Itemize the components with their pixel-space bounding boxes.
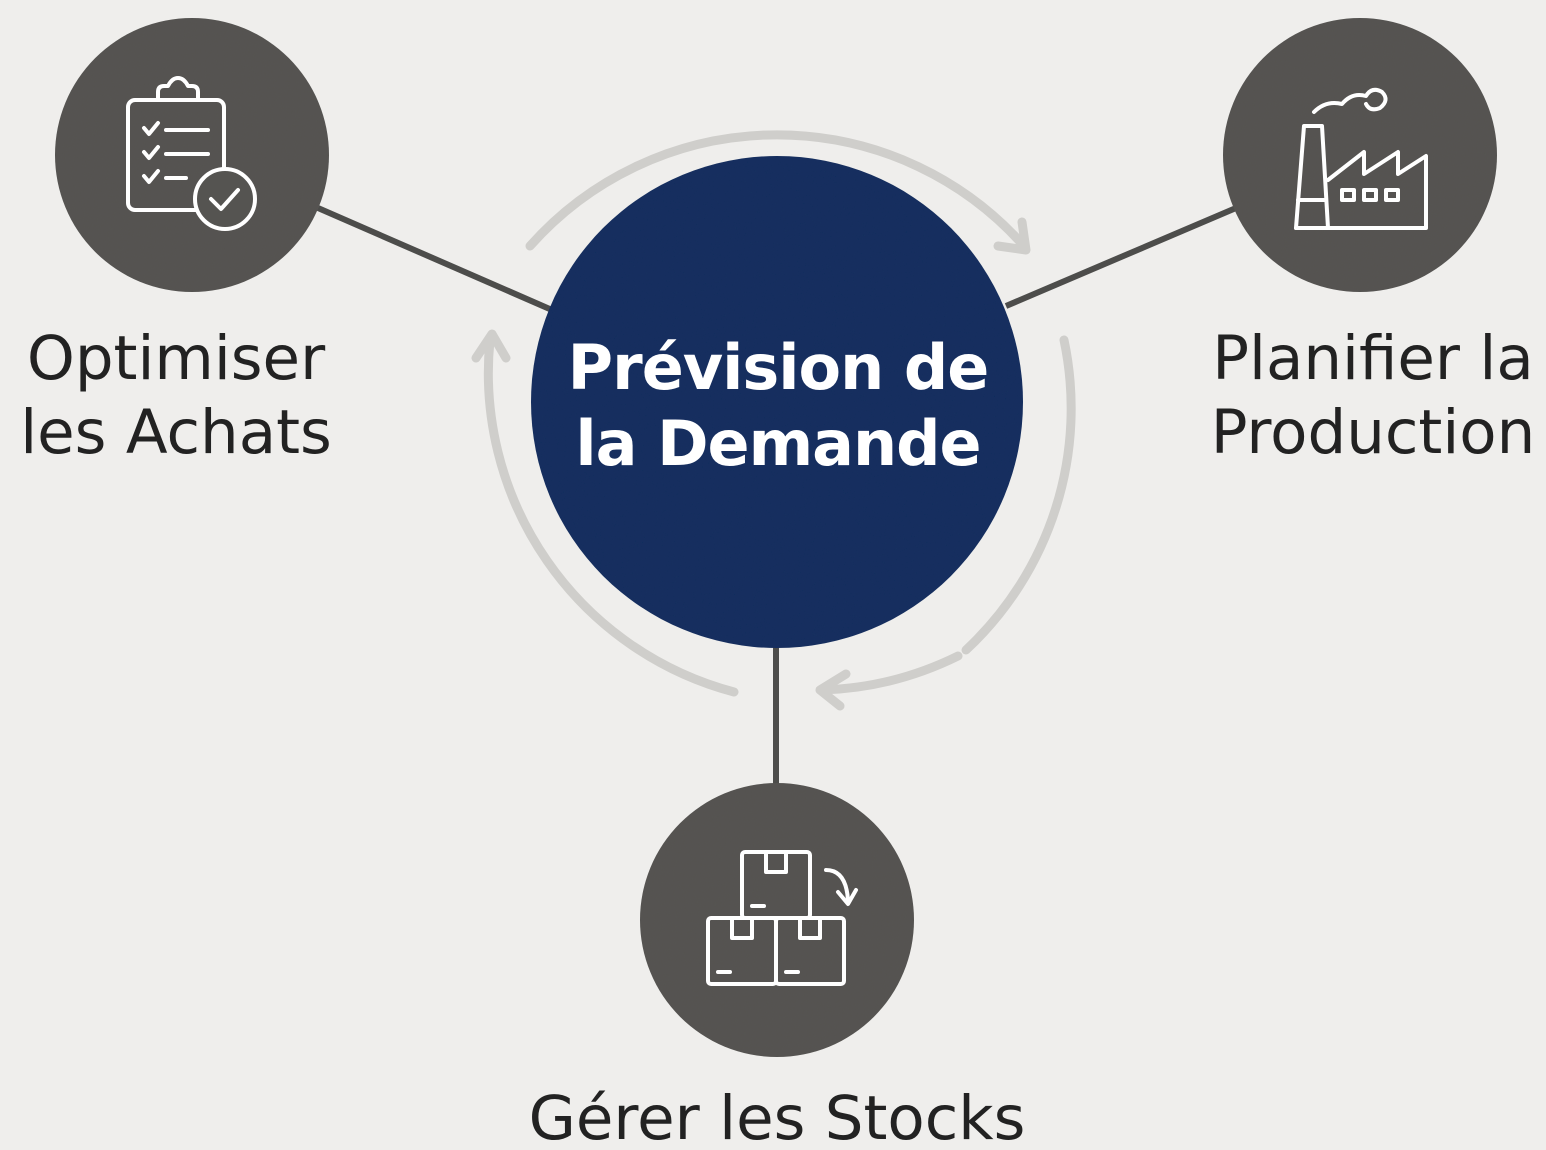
node-production bbox=[1223, 18, 1497, 292]
production-label: Planifier la Production bbox=[1200, 322, 1546, 470]
cycle-arrows bbox=[471, 130, 1076, 711]
inventory-label-line1: Gérer les Stocks bbox=[528, 1083, 1026, 1150]
cycle-arrow-bottom-head bbox=[815, 669, 851, 711]
cycle-arrow-top-head bbox=[993, 217, 1031, 255]
center-title: Prévision de la Demande bbox=[530, 330, 1026, 482]
center-circle bbox=[531, 156, 1023, 648]
production-label-line2: Production bbox=[1210, 397, 1536, 468]
inventory-label: Gérer les Stocks bbox=[477, 1082, 1077, 1150]
purchasing-label-line2: les Achats bbox=[20, 397, 332, 468]
center-title-line1: Prévision de bbox=[567, 331, 990, 404]
stacked-boxes-icon bbox=[706, 850, 858, 986]
production-label-line1: Planifier la bbox=[1212, 323, 1534, 394]
cycle-arrow-right bbox=[961, 335, 1076, 655]
purchasing-label-line1: Optimiser bbox=[26, 323, 326, 394]
clipboard-check-icon bbox=[126, 76, 257, 231]
cycle-arrow-left bbox=[483, 335, 739, 697]
connector-production bbox=[1004, 205, 1238, 309]
cycle-arrow-bottom bbox=[817, 651, 963, 695]
center-title-line2: la Demande bbox=[575, 407, 981, 480]
cycle-arrow-top bbox=[525, 130, 1029, 251]
cycle-arrow-left-head bbox=[471, 329, 511, 363]
node-purchasing bbox=[55, 18, 329, 292]
factory-icon bbox=[1294, 87, 1428, 230]
purchasing-label: Optimiser les Achats bbox=[0, 322, 352, 470]
node-inventory bbox=[640, 783, 914, 1057]
connector-purchasing bbox=[316, 205, 554, 313]
